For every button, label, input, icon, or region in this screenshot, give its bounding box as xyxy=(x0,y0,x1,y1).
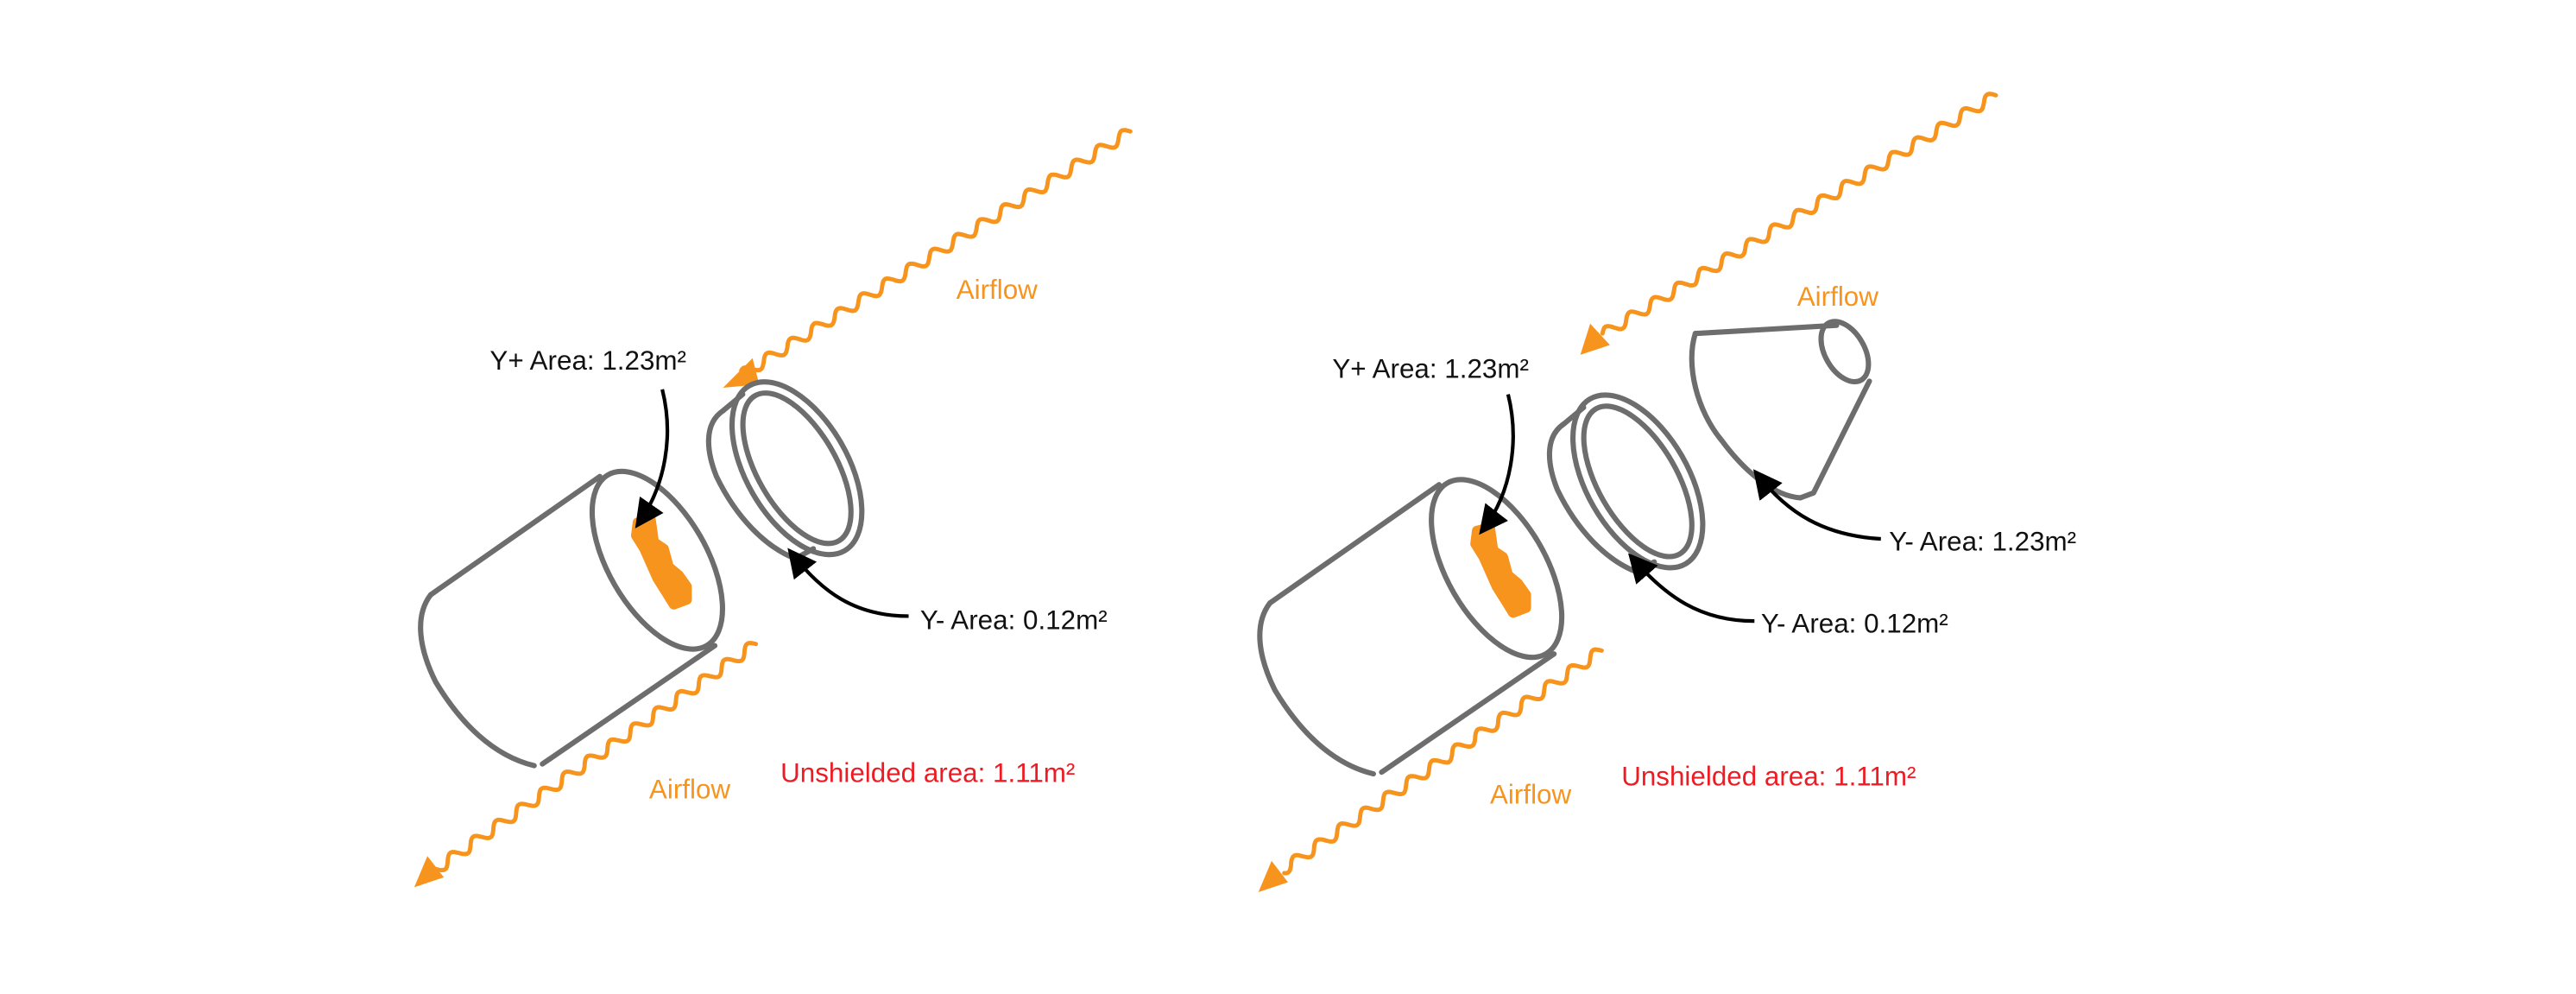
y-minus-cone-area-label: Y- Area: 1.23m² xyxy=(1889,526,2076,556)
unshielded-area-label: Unshielded area: 1.11m² xyxy=(780,758,1075,788)
airflow-wave-top xyxy=(739,128,1133,373)
unshielded-area-patch xyxy=(1470,522,1531,618)
airflow-label-bottom: Airflow xyxy=(649,775,730,805)
airflow-arrowhead-top xyxy=(723,358,760,388)
y-plus-area-label: Y+ Area: 1.23m² xyxy=(489,345,686,376)
airflow-wave-bottom xyxy=(1282,647,1604,876)
unshielded-area-patch xyxy=(631,514,692,610)
ring xyxy=(1546,392,1706,575)
airflow-label-top: Airflow xyxy=(957,275,1038,305)
ring xyxy=(705,379,865,561)
y-minus-ring-area-label: Y- Area: 0.12m² xyxy=(1761,608,1948,638)
left-panel: Airflow Airflow Y+ Area: 1.23m² Y- Area:… xyxy=(414,128,1133,888)
airflow-arrowhead-bottom xyxy=(1258,860,1288,893)
cylinder xyxy=(1257,477,1565,777)
y-minus-area-label: Y- Area: 0.12m² xyxy=(920,605,1108,636)
y-minus-leader-arrow xyxy=(787,548,909,618)
airflow-arrowhead-top xyxy=(1580,323,1610,355)
y-plus-area-label: Y+ Area: 1.23m² xyxy=(1332,354,1529,384)
y-plus-leader-arrow xyxy=(1479,394,1515,535)
airflow-wave-top xyxy=(1600,92,1998,336)
right-panel: Airflow Airflow Y+ Area: 1.23m² Y- Area:… xyxy=(1257,92,2076,893)
y-minus-ring-leader-arrow xyxy=(1628,553,1755,624)
airflow-arrowhead-bottom xyxy=(414,856,445,888)
y-plus-leader-arrow xyxy=(635,389,670,529)
unshielded-area-label: Unshielded area: 1.11m² xyxy=(1621,761,1916,791)
airflow-label-top: Airflow xyxy=(1797,282,1878,312)
airflow-label-bottom: Airflow xyxy=(1490,779,1571,809)
cylinder xyxy=(418,468,725,769)
cone-cap xyxy=(1689,319,1872,501)
y-minus-cone-leader-arrow xyxy=(1752,469,1881,541)
airflow-wave-bottom xyxy=(432,641,759,873)
